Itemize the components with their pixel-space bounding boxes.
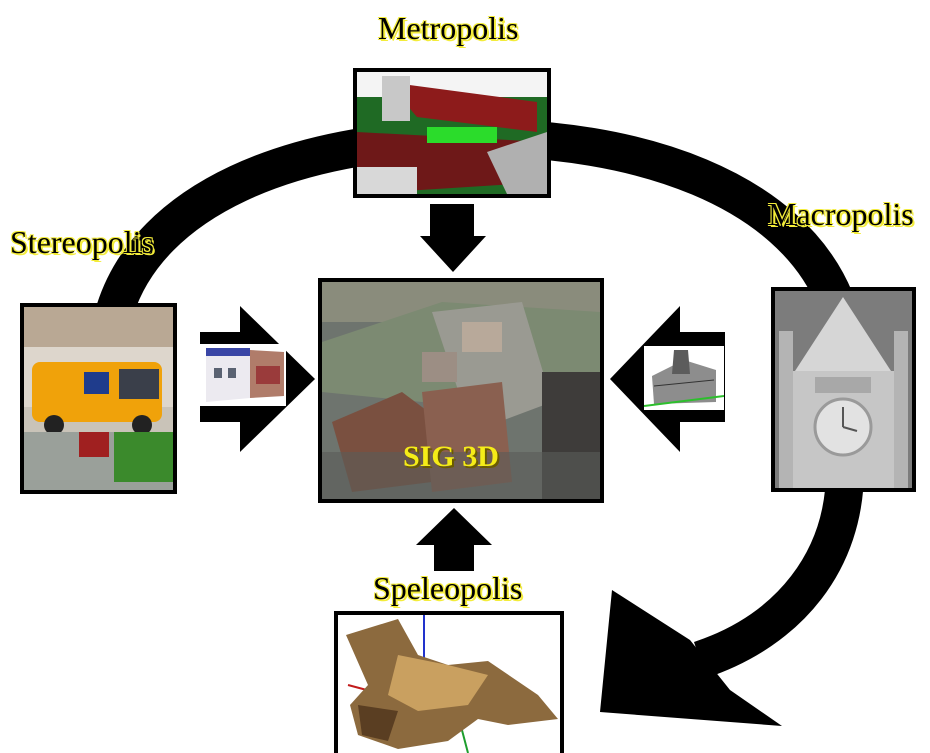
metropolis-image (353, 68, 551, 198)
stereopolis-image (20, 303, 177, 494)
speleopolis-label: Speleopolis (373, 570, 523, 606)
center-label: SIG 3D (403, 440, 499, 473)
arrow-down (420, 204, 486, 272)
stereopolis-label: Stereopolis (10, 224, 154, 260)
metropolis-label: Metropolis (378, 10, 519, 46)
sig3d-image (318, 278, 604, 503)
macropolis-label: Macropolis (768, 196, 914, 232)
cycle-arc-right (693, 469, 864, 679)
speleopolis-image (334, 611, 564, 753)
facade-thumbnail (200, 344, 286, 406)
cycle-arrowhead (600, 590, 782, 726)
arrow-up (416, 508, 492, 571)
cathedral-thumbnail (644, 346, 724, 410)
macropolis-image (771, 287, 916, 492)
